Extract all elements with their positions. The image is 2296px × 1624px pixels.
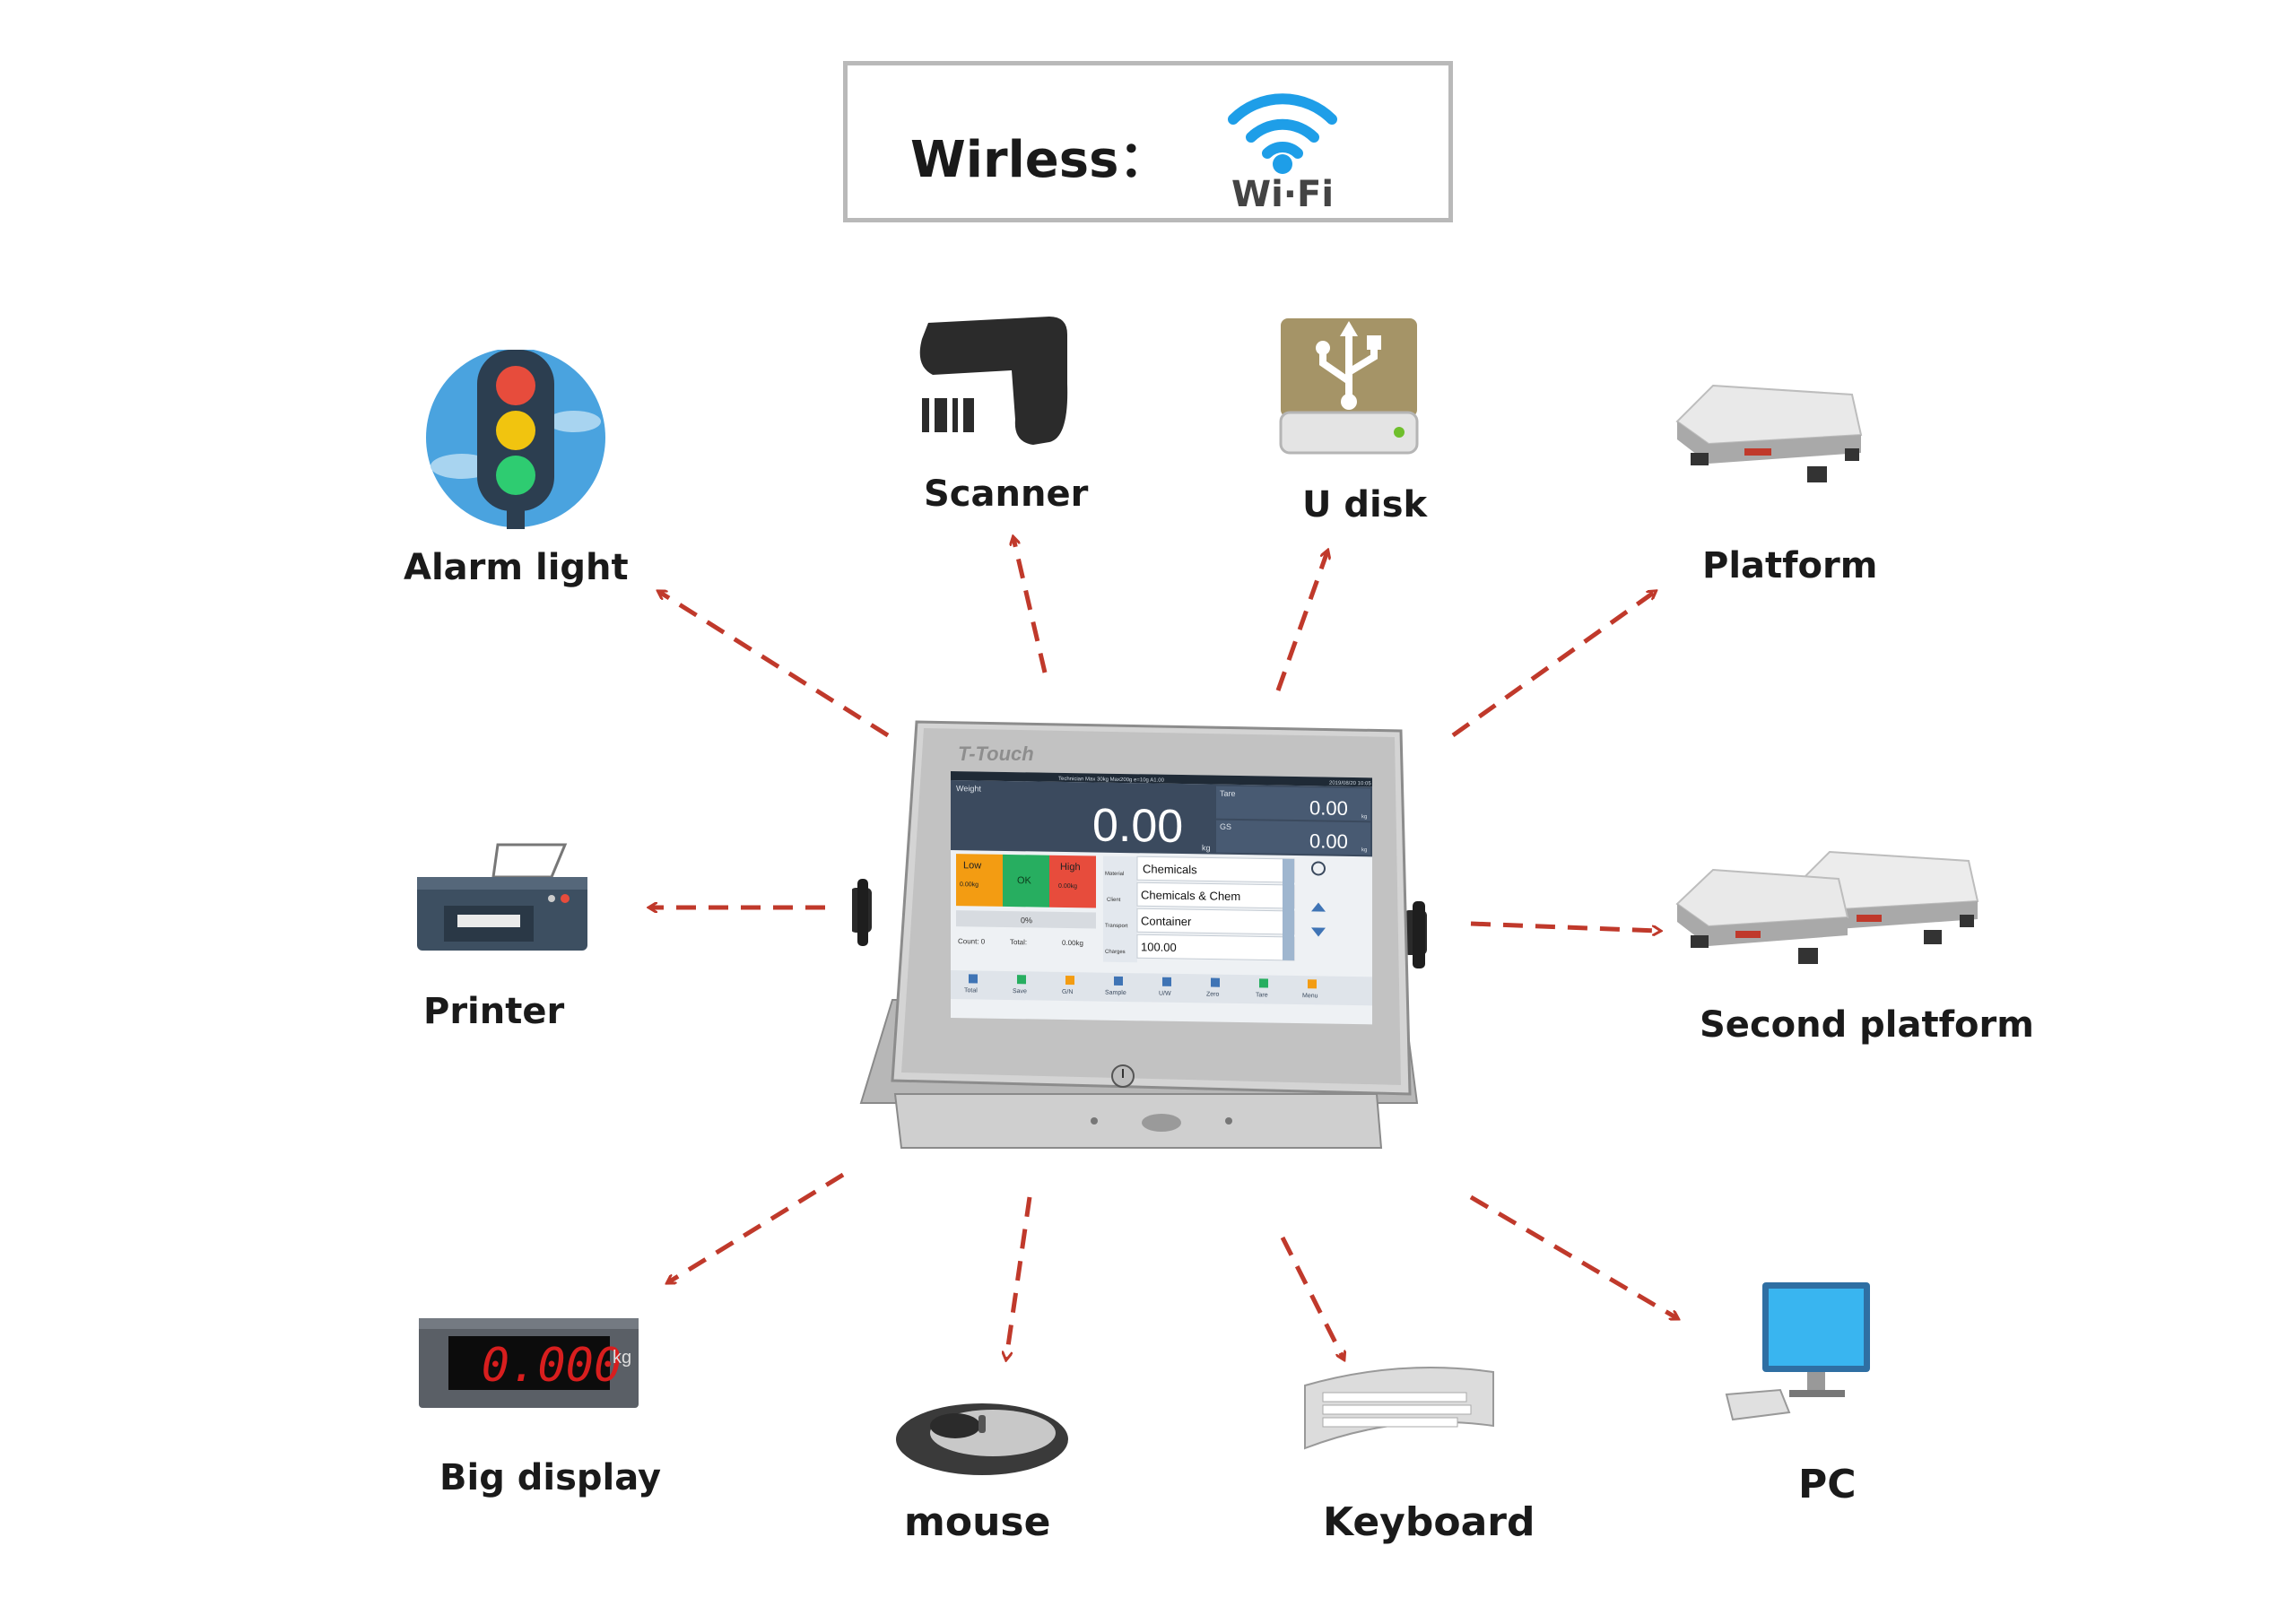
toolbar-sample: Sample (1105, 990, 1126, 996)
scroll-up-icon[interactable] (1311, 902, 1326, 912)
svg-text:Total:: Total: (1010, 938, 1027, 946)
big-display-value: 0.000 (482, 1339, 622, 1393)
svg-text:Charges: Charges (1105, 950, 1126, 955)
keyboard-icon (1304, 1367, 1494, 1450)
alarm-light-icon (426, 350, 605, 529)
gs-value: 0.00 (1309, 829, 1348, 853)
svg-text:Transport: Transport (1105, 924, 1128, 929)
wifi-text: Wi·Fi (1231, 174, 1334, 209)
datetime: 2019/08/20 10:05 (1329, 781, 1371, 787)
arrow-u-disk (1275, 551, 1327, 691)
svg-text:Count: 0: Count: 0 (958, 937, 986, 945)
search-icon[interactable] (1311, 861, 1326, 876)
svg-text:Chemicals & Chem: Chemicals & Chem (1141, 888, 1240, 903)
svg-text:0.00kg: 0.00kg (1062, 939, 1083, 947)
low-tile (956, 854, 1003, 907)
svg-text:0.00kg: 0.00kg (1058, 883, 1077, 890)
u-disk-label: U disk (1302, 484, 1428, 525)
toolbar-uw: U/W (1159, 991, 1171, 997)
keyboard-label: Keyboard (1323, 1499, 1535, 1545)
weight-value: 0.00 (1092, 799, 1183, 853)
svg-text:0.00kg: 0.00kg (960, 881, 978, 888)
svg-text:kg: kg (1361, 847, 1367, 853)
toolbar-gn: G/N (1062, 989, 1073, 995)
svg-text:kg: kg (1361, 814, 1367, 820)
printer-label: Printer (423, 991, 565, 1032)
svg-text:Low: Low (963, 860, 981, 871)
wireless-box: Wirless： Wi·Fi (843, 61, 1453, 222)
arrow-mouse (1006, 1196, 1032, 1359)
toolbar-zero: Zero (1206, 991, 1219, 997)
svg-text:0%: 0% (1021, 916, 1032, 925)
arrow-platform (1451, 592, 1655, 738)
arrow-alarm-light (659, 592, 890, 738)
printer-icon (417, 843, 587, 951)
svg-text:Client: Client (1107, 898, 1121, 903)
tare-label: Tare (1220, 789, 1236, 798)
toolbar-menu: Menu (1302, 993, 1318, 999)
high-tile (1049, 855, 1096, 908)
svg-text:Chemicals: Chemicals (1143, 862, 1197, 876)
second-platform-icon (1675, 850, 1979, 964)
svg-text:100.00: 100.00 (1141, 940, 1177, 954)
svg-text:High: High (1060, 862, 1081, 873)
toolbar-total: Total (964, 987, 978, 994)
platform-label: Platform (1702, 545, 1878, 586)
ok-tile (1003, 854, 1049, 908)
svg-text:OK: OK (1017, 875, 1032, 886)
pc-icon (1725, 1282, 1870, 1421)
toolbar-tare: Tare (1256, 992, 1268, 998)
progress-bar (956, 910, 1096, 929)
svg-text:Container: Container (1141, 914, 1192, 928)
weight-label: Weight (956, 784, 981, 793)
scroll-down-icon[interactable] (1311, 927, 1326, 937)
svg-text:Material: Material (1105, 872, 1124, 877)
toolbar-save: Save (1013, 988, 1027, 994)
weighing-terminal: T-Touch Technician Max 30kg Max200g e=10… (852, 720, 1427, 1149)
terminal-screen: Technician Max 30kg Max200g e=10g A1.00 … (951, 771, 1372, 1025)
mouse-icon (896, 1403, 1068, 1475)
scanner-label: Scanner (924, 473, 1089, 515)
arrow-keyboard (1280, 1236, 1344, 1359)
big-display-unit: kg (613, 1348, 631, 1368)
arrow-pc (1469, 1194, 1677, 1318)
second-platform-label: Second platform (1700, 1004, 2034, 1046)
scanner-icon (919, 317, 1068, 445)
terminal-brand: T-Touch (958, 743, 1034, 765)
pc-label: PC (1798, 1462, 1857, 1507)
tare-value: 0.00 (1309, 796, 1348, 820)
arrow-second-platform (1470, 921, 1659, 931)
arrow-scanner (1013, 538, 1048, 673)
platform-icon (1675, 384, 1863, 482)
arrow-big-display (668, 1172, 845, 1282)
status-bar: Technician Max 30kg Max200g e=10g A1.00 (1058, 777, 1165, 784)
mouse-label: mouse (904, 1499, 1051, 1545)
wifi-icon: Wi·Fi (1228, 93, 1337, 209)
big-display-icon: 0.000 kg (419, 1318, 639, 1408)
big-display-label: Big display (439, 1457, 662, 1498)
wireless-label: Wirless： (910, 131, 1170, 189)
alarm-light-label: Alarm light (404, 547, 629, 588)
u-disk-icon (1279, 318, 1419, 455)
weight-unit: kg (1202, 843, 1211, 852)
gs-label: GS (1220, 822, 1231, 831)
